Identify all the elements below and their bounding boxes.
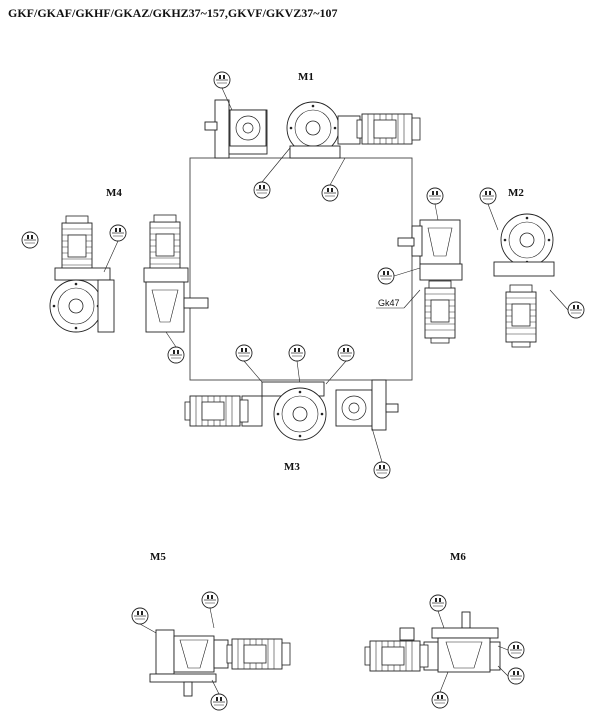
label-m3: M3 xyxy=(284,461,300,473)
m6-position: M6 xyxy=(364,551,525,709)
m1-position: M1 xyxy=(204,71,421,202)
m3-position: M3 xyxy=(184,344,399,479)
m5-position: M5 xyxy=(131,551,291,711)
label-m4: M4 xyxy=(106,187,122,199)
label-m1: M1 xyxy=(298,71,314,83)
m4-position: M4 xyxy=(21,187,209,364)
label-m6: M6 xyxy=(450,551,466,563)
diagram-title: GKF/GKAF/GKHF/GKAZ/GKHZ37~157,GKVF/GKVZ3… xyxy=(8,6,338,20)
label-m5: M5 xyxy=(150,551,166,563)
label-m2: M2 xyxy=(508,187,524,199)
m2-position: M2 Gk47 xyxy=(376,187,585,348)
label-gk47: Gk47 xyxy=(378,298,400,308)
